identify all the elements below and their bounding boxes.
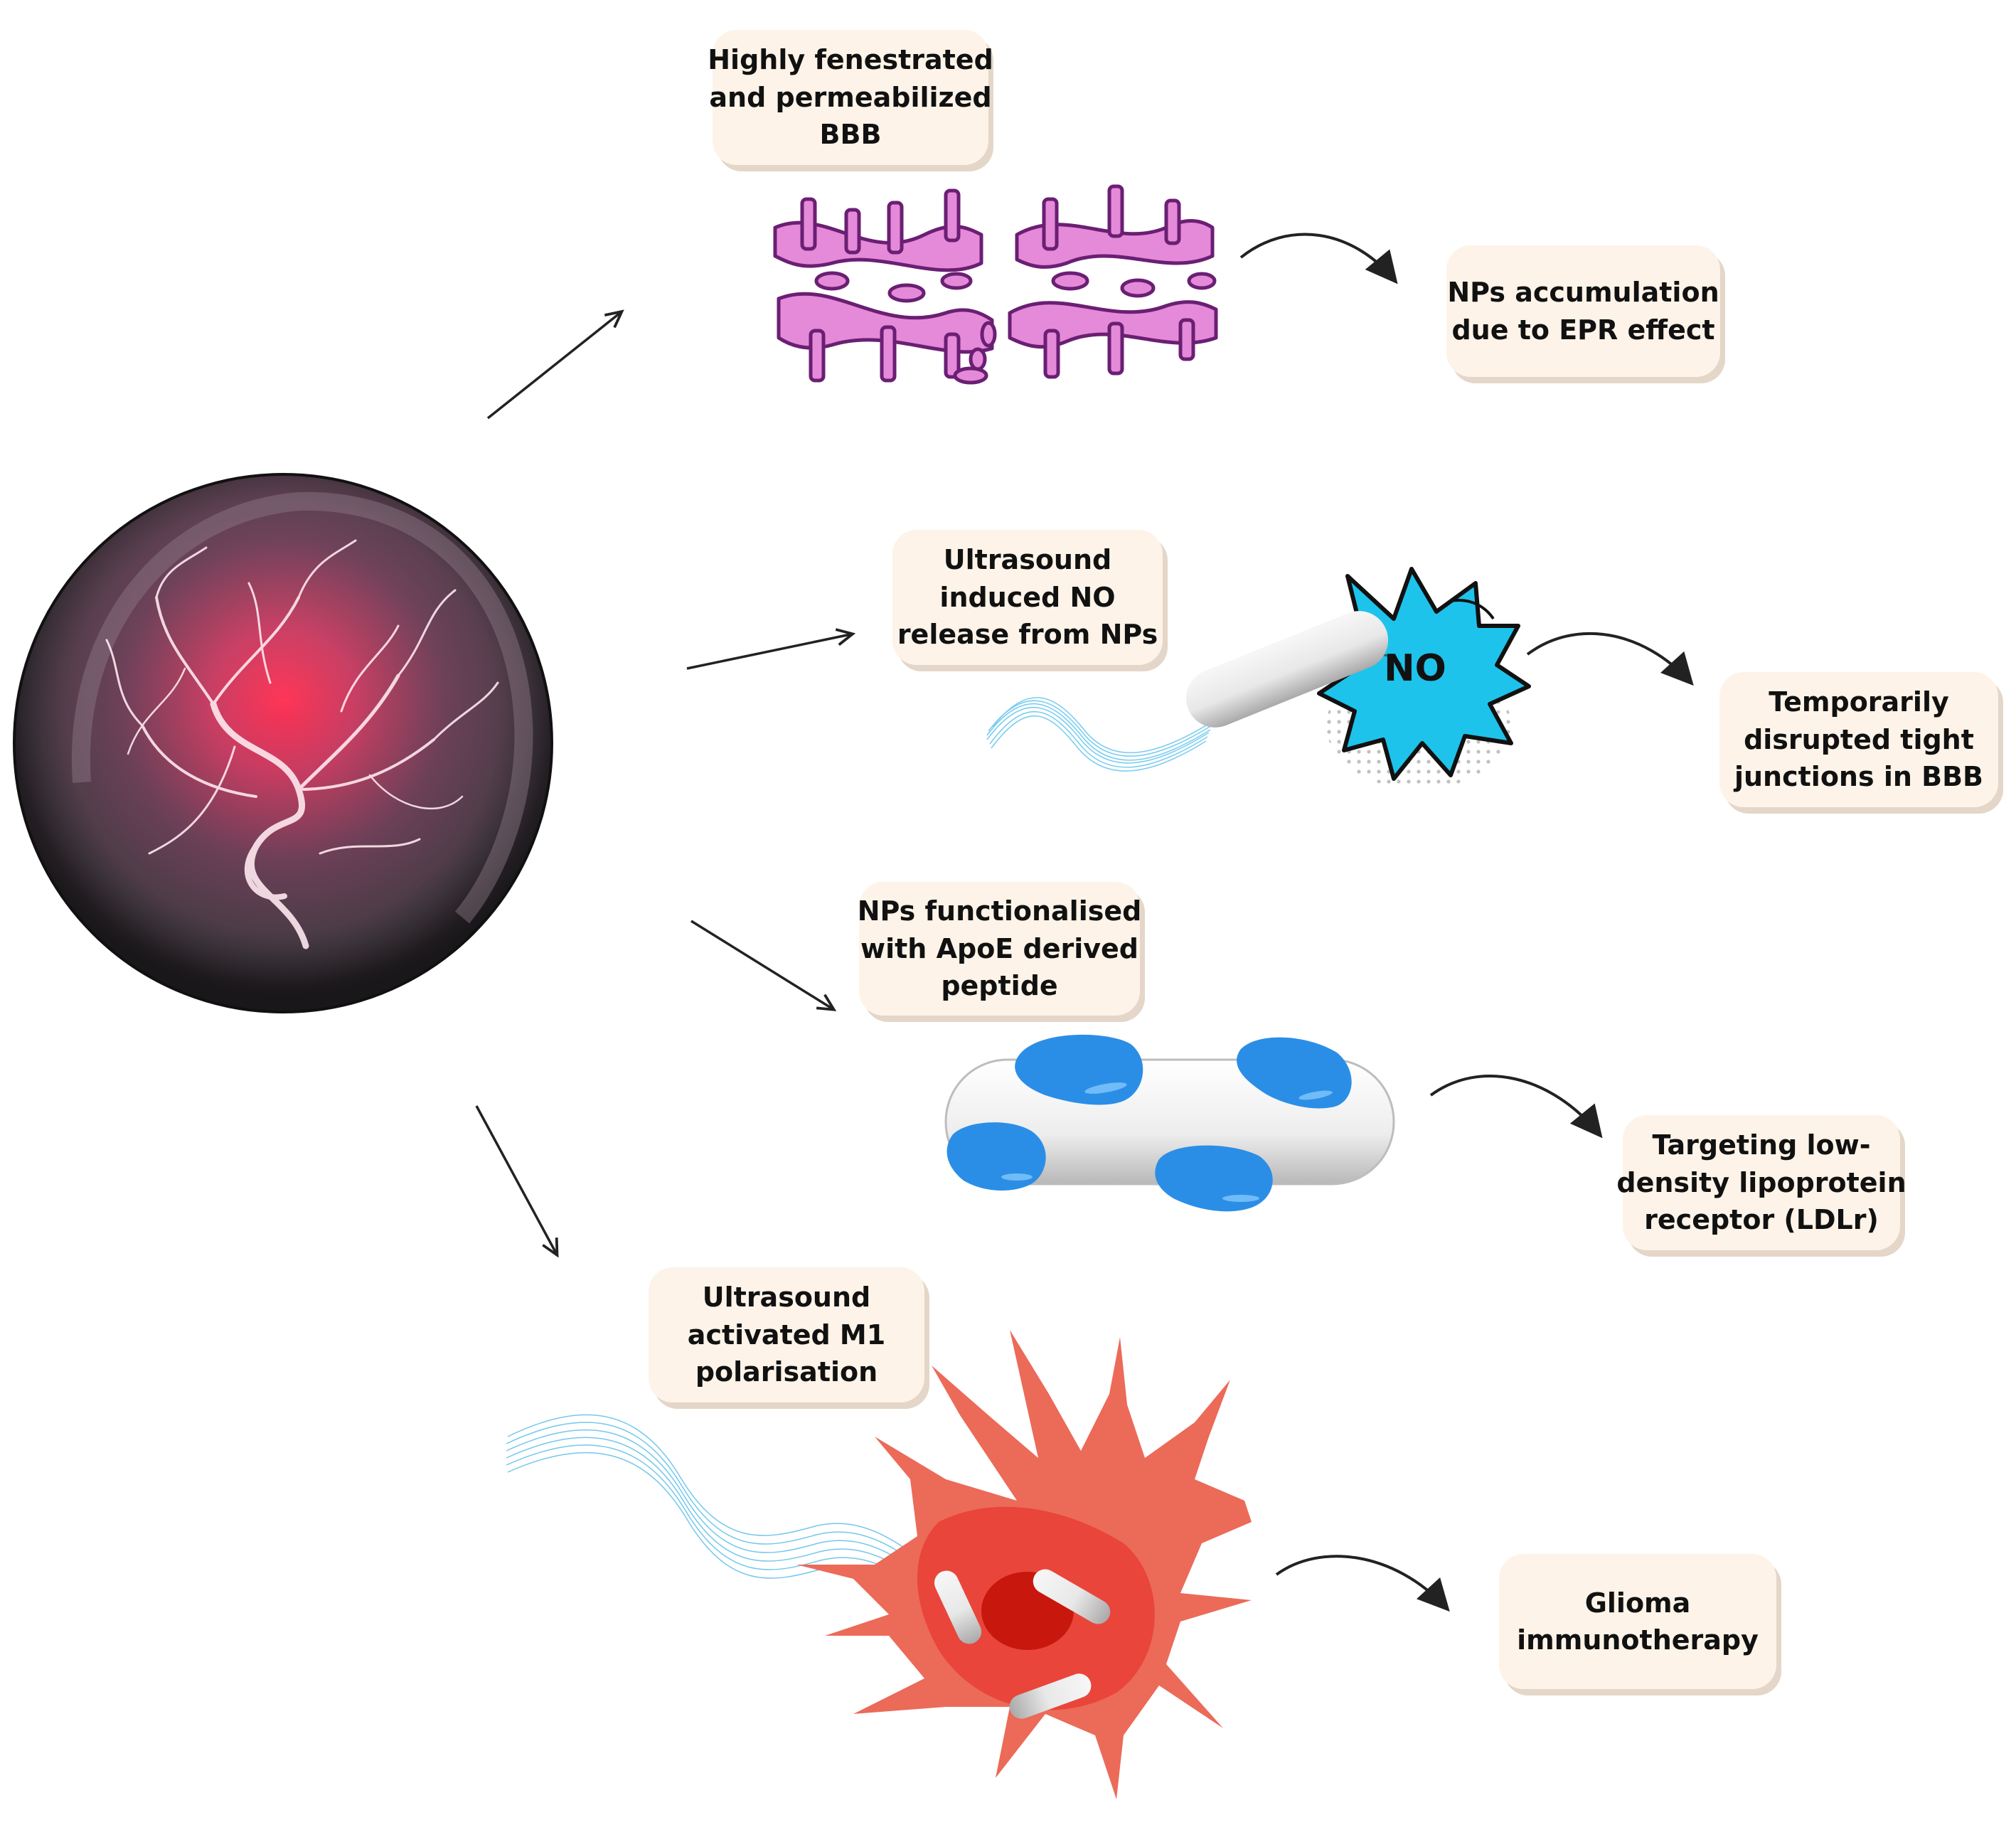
label-line: immunotherapy [1517, 1624, 1759, 1656]
label-nps-accumulation: NPs accumulation due to EPR effect [1446, 245, 1720, 377]
label-line: Ultrasound [702, 1282, 871, 1314]
apoe-nanoparticle-icon [944, 1034, 1395, 1212]
brain-angiogram-image [13, 473, 553, 1013]
label-line: NPs functionalised [857, 895, 1142, 927]
label-bbb-fenestrated: Highly fenestrated and permeabilized BBB [708, 30, 993, 165]
label-m1-polarisation: Ultrasound activated M1 polarisation [649, 1267, 924, 1402]
outcome-arrows [1239, 233, 1694, 1612]
arrow-to-m1 [475, 1105, 559, 1258]
arrow-m1-outcome [1275, 1555, 1450, 1612]
nanoparticle-capsule-icon [1185, 611, 1389, 728]
ultrasound-wave-icon [986, 697, 1214, 772]
label-line: receptor (LDLr) [1644, 1204, 1879, 1236]
label-line: Ultrasound [943, 544, 1112, 576]
label-line: Highly fenestrated [708, 44, 993, 76]
arrow-to-no-release [686, 628, 856, 670]
arrow-apoe-outcome [1429, 1075, 1603, 1139]
label-ultrasound-no-release: Ultrasound induced NO release from NPs [892, 530, 1163, 665]
label-tight-junctions: Temporarily disrupted tight junctions in… [1719, 672, 1998, 807]
label-line: and permeabilized [709, 81, 992, 113]
label-ldlr-targeting: Targeting low- density lipoprotein recep… [1616, 1115, 1906, 1250]
label-line: disrupted tight [1744, 723, 1974, 755]
label-line: activated M1 [687, 1319, 886, 1351]
label-line: density lipoprotein [1616, 1166, 1906, 1198]
microglia-cell-icon [796, 1330, 1252, 1799]
label-line: NPs accumulation [1447, 277, 1719, 309]
label-line: BBB [819, 119, 882, 151]
label-line: Glioma [1584, 1587, 1691, 1619]
label-line: release from NPs [897, 619, 1158, 651]
arrow-to-apoe [690, 920, 837, 1011]
label-line: Temporarily [1769, 686, 1949, 718]
arrow-epr-outcome [1239, 233, 1398, 284]
label-line: due to EPR effect [1451, 314, 1715, 346]
label-apoe-functionalised: NPs functionalised with ApoE derived pep… [857, 882, 1142, 1016]
no-burst-label: NO [1384, 647, 1446, 690]
arrow-no-outcome [1526, 632, 1694, 686]
bbb-tight-junction-icon [773, 184, 1218, 385]
label-line: with ApoE derived [860, 932, 1138, 964]
label-line: junctions in BBB [1734, 761, 1984, 793]
label-glioma-immunotherapy: Glioma immunotherapy [1499, 1554, 1776, 1689]
label-line: peptide [941, 970, 1058, 1002]
pathway-arrows [475, 309, 856, 1258]
label-line: polarisation [695, 1356, 878, 1388]
label-line: Targeting low- [1652, 1129, 1871, 1161]
arrow-to-epr [486, 309, 624, 420]
label-line: induced NO [939, 581, 1116, 613]
